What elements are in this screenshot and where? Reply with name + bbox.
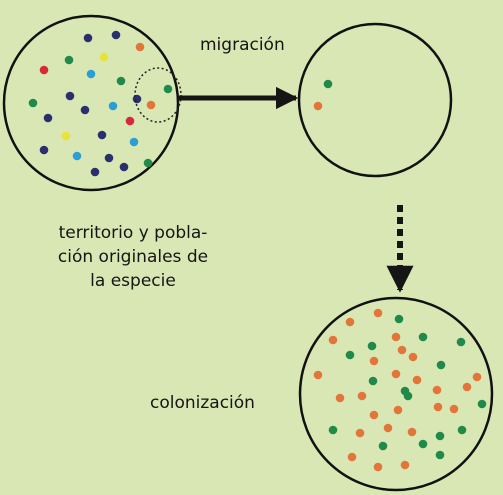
dot-orange xyxy=(355,428,365,438)
dot-orange xyxy=(357,391,367,401)
dot-orange xyxy=(449,404,459,414)
dot-orange xyxy=(347,452,357,462)
dot-green xyxy=(116,76,126,86)
dot-red xyxy=(39,65,49,75)
dot-green xyxy=(345,350,355,360)
dot-navy xyxy=(90,167,100,177)
dot-blue xyxy=(129,137,139,147)
dot-green xyxy=(418,332,428,342)
dot-orange xyxy=(373,462,383,472)
dot-orange xyxy=(146,100,156,110)
original-territory-label-line3: la especie xyxy=(90,271,176,291)
dot-yellow xyxy=(99,52,109,62)
dot-green xyxy=(457,425,467,435)
migration-label: migración xyxy=(200,35,285,55)
dot-green xyxy=(323,79,333,89)
dot-green xyxy=(477,399,487,409)
dot-orange xyxy=(335,393,345,403)
dot-orange xyxy=(433,402,443,412)
dot-orange xyxy=(369,356,379,366)
dot-navy xyxy=(83,33,93,43)
dot-orange xyxy=(407,427,417,437)
dot-navy xyxy=(80,105,90,115)
original-territory-label: territorio y pobla- ción originales de l… xyxy=(38,221,228,293)
dot-navy xyxy=(104,153,114,163)
dot-orange xyxy=(462,382,472,392)
migration-territory-circle xyxy=(297,22,453,178)
original-territory-circle xyxy=(2,14,180,192)
dot-green xyxy=(435,450,445,460)
dot-orange xyxy=(373,308,383,318)
dot-orange xyxy=(397,345,407,355)
dot-orange xyxy=(313,101,323,111)
colonization-label: colonización xyxy=(150,393,255,413)
migrating-group-highlight xyxy=(134,67,182,123)
dot-orange xyxy=(313,370,323,380)
dot-navy xyxy=(65,91,75,101)
dot-green xyxy=(163,84,173,94)
dot-orange xyxy=(383,423,393,433)
dot-orange xyxy=(472,372,482,382)
colonized-territory-circle xyxy=(298,296,494,492)
dot-green xyxy=(64,55,74,65)
dot-yellow xyxy=(61,131,71,141)
dot-blue xyxy=(72,151,82,161)
original-territory-label-line2: ción originales de xyxy=(57,247,209,267)
dot-orange xyxy=(391,369,401,379)
dot-orange xyxy=(408,352,418,362)
migrant-dots xyxy=(313,79,333,111)
dot-orange xyxy=(393,405,403,415)
dot-red xyxy=(125,116,135,126)
dot-navy xyxy=(39,145,49,155)
dot-orange xyxy=(391,332,401,342)
dot-green xyxy=(403,391,413,401)
dot-green xyxy=(436,360,446,370)
dot-green xyxy=(456,337,466,347)
dot-green xyxy=(28,98,38,108)
dot-orange xyxy=(400,460,410,470)
dot-green xyxy=(435,431,445,441)
dot-orange xyxy=(135,42,145,52)
dot-orange xyxy=(328,335,338,345)
dot-navy xyxy=(43,113,53,123)
dot-green xyxy=(394,314,404,324)
dot-green xyxy=(418,439,428,449)
dot-blue xyxy=(108,101,118,111)
dot-orange xyxy=(432,385,442,395)
dot-navy xyxy=(97,130,107,140)
dot-orange xyxy=(369,410,379,420)
dot-orange xyxy=(345,317,355,327)
dot-green xyxy=(367,341,377,351)
dot-navy xyxy=(132,94,142,104)
dot-navy xyxy=(111,30,121,40)
dot-green xyxy=(328,425,338,435)
colonized-population-dots xyxy=(313,308,487,472)
dot-blue xyxy=(86,69,96,79)
dot-green xyxy=(378,441,388,451)
dot-orange xyxy=(412,375,422,385)
dot-navy xyxy=(119,162,129,172)
original-territory-label-line1: territorio y pobla- xyxy=(58,223,208,243)
dot-green xyxy=(368,376,378,386)
dot-green xyxy=(143,158,153,168)
original-population-dots xyxy=(28,30,173,177)
